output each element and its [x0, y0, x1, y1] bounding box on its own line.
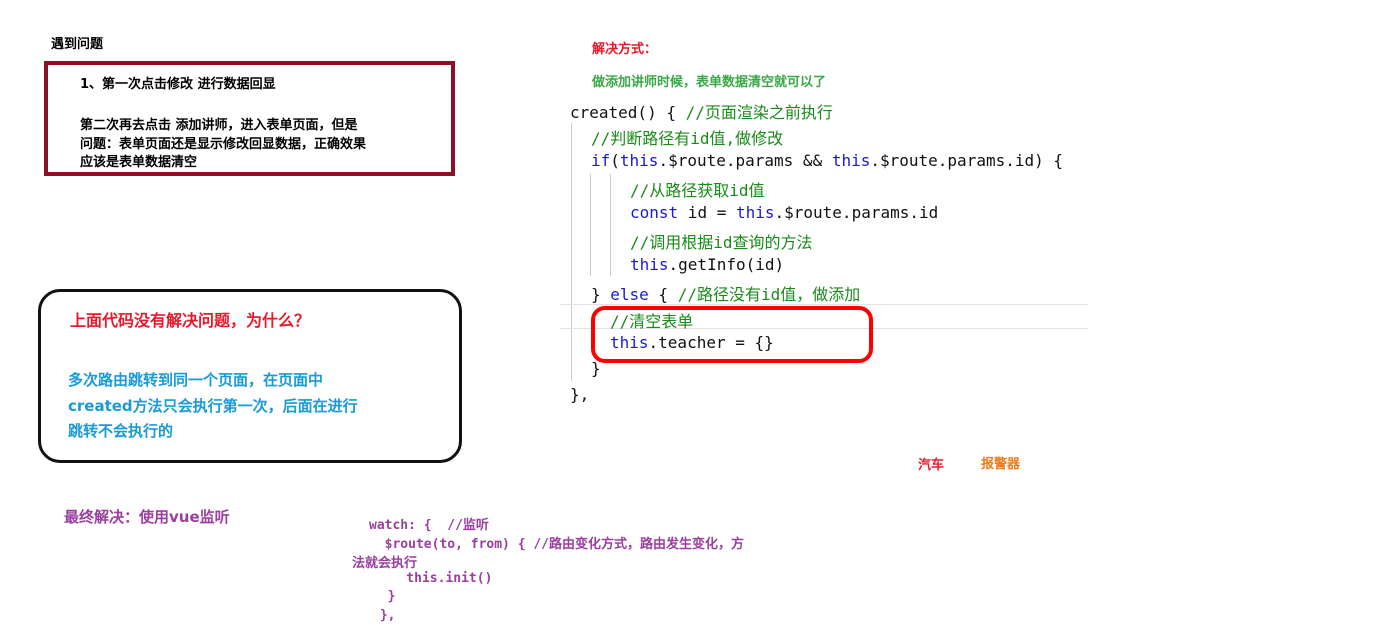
code-line: } else { //路径没有id值，做添加: [591, 285, 861, 304]
code-line: }: [591, 359, 601, 378]
problem-line-1: 1、第一次点击修改 进行数据回显: [80, 77, 276, 92]
label-alarm: 报警器: [981, 457, 1021, 472]
question-line-3: 跳转不会执行的: [68, 422, 174, 440]
code-line: //判断路径有id值,做修改: [591, 129, 784, 148]
code-line: const id = this.$route.params.id: [630, 203, 939, 222]
final-heading: 最终解决：使用vue监听: [64, 508, 230, 526]
problem-line-3: 问题：表单页面还是显示修改回显数据，正确效果: [80, 137, 367, 152]
problem-heading: 遇到问题: [51, 37, 104, 52]
code-line: if(this.$route.params && this.$route.par…: [591, 151, 1064, 170]
highlight-circle: [591, 306, 873, 363]
line-highlight: [560, 328, 1088, 329]
code-line: //清空表单: [610, 312, 694, 331]
question-line-1: 多次路由跳转到同一个页面，在页面中: [68, 371, 324, 389]
code-line: created() { //页面渲染之前执行: [570, 103, 833, 122]
question-box: [38, 289, 462, 463]
code-line: this.teacher = {}: [610, 333, 774, 352]
code-line: //从路径获取id值: [630, 181, 765, 200]
indent-guide: [610, 174, 611, 276]
label-car: 汽车: [918, 458, 945, 473]
code-line: //调用根据id查询的方法: [630, 233, 813, 252]
indent-guide: [590, 174, 591, 276]
problem-line-4: 应该是表单数据清空: [80, 155, 198, 170]
code-line: this.getInfo(id): [630, 255, 785, 274]
problem-box: [44, 61, 455, 176]
solution-desc: 做添加讲师时候，表单数据清空就可以了: [592, 75, 827, 90]
indent-guide: [571, 123, 572, 381]
solution-heading: 解决方式：: [592, 42, 658, 57]
code-line: },: [570, 385, 590, 404]
question-line-2: created方法只会执行第一次，后面在进行: [68, 397, 358, 415]
line-highlight: [560, 304, 1088, 305]
problem-line-2: 第二次再去点击 添加讲师，进入表单页面，但是: [80, 118, 358, 133]
question-title: 上面代码没有解决问题，为什么？: [70, 311, 311, 330]
